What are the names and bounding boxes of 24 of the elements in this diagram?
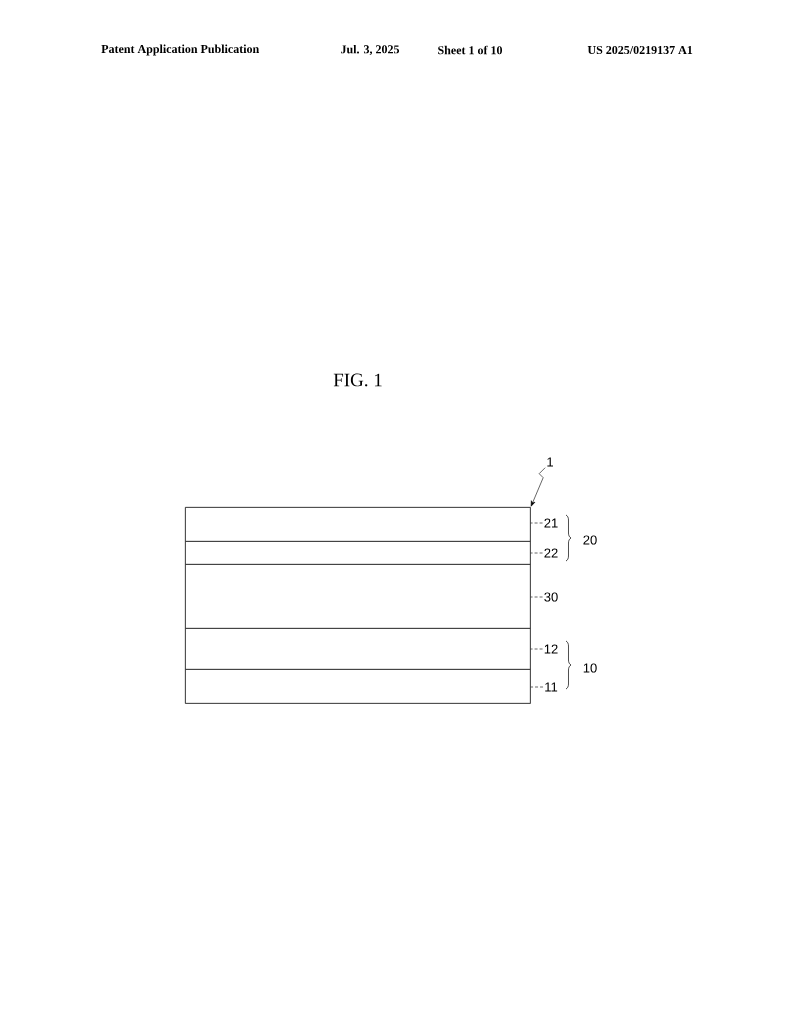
leader-line: [530, 648, 543, 650]
leader-line: [530, 552, 543, 554]
layer: [185, 564, 531, 629]
leader-line: [530, 596, 543, 598]
reference-numeral: 1: [547, 457, 553, 467]
reference-numeral: 12: [544, 644, 558, 654]
reference-numeral: 30: [544, 592, 558, 602]
leader-line: [530, 522, 543, 524]
reference-arrow: [530, 467, 546, 507]
layer: [185, 541, 531, 565]
header-text: US 2025/0219137 A1: [587, 45, 693, 55]
layer: [185, 628, 531, 670]
reference-numeral: 11: [545, 682, 558, 692]
header-text: Patent Application Publication: [101, 44, 260, 56]
figure-title: FIG. 1: [333, 373, 382, 387]
reference-numeral: 21: [544, 518, 558, 528]
header-text: Jul. 3, 2025: [341, 44, 400, 56]
reference-numeral: 22: [544, 548, 558, 558]
reference-numeral: 10: [583, 663, 597, 673]
leader-line: [530, 686, 544, 688]
header-text: Sheet 1 of 10: [438, 45, 503, 55]
reference-numeral: 20: [583, 535, 597, 545]
layer: [185, 669, 531, 704]
layer: [185, 507, 531, 542]
